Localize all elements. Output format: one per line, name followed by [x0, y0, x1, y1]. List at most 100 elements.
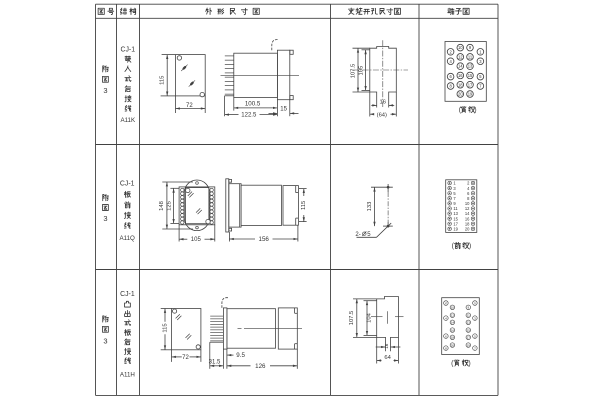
- svg-text:16: 16: [451, 328, 455, 332]
- svg-text:CJ-1: CJ-1: [120, 181, 135, 188]
- svg-text:133: 133: [367, 202, 373, 212]
- svg-text:3: 3: [103, 337, 107, 346]
- svg-text:18: 18: [458, 82, 463, 87]
- svg-text:1: 1: [453, 181, 456, 186]
- svg-text:19: 19: [468, 92, 473, 97]
- svg-text:14: 14: [465, 211, 470, 216]
- svg-text:10: 10: [465, 201, 470, 206]
- svg-text:): ): [469, 243, 471, 250]
- svg-text:3: 3: [103, 86, 107, 95]
- svg-text:72: 72: [182, 355, 189, 361]
- svg-text:9: 9: [467, 306, 469, 310]
- svg-text:12: 12: [465, 206, 470, 211]
- svg-text:107.5: 107.5: [350, 64, 356, 79]
- svg-text:148: 148: [159, 201, 165, 211]
- svg-text:16: 16: [465, 216, 470, 221]
- svg-text:3: 3: [474, 316, 476, 320]
- svg-text:17: 17: [453, 221, 458, 226]
- svg-text:7: 7: [479, 84, 482, 89]
- svg-text:5: 5: [453, 191, 456, 196]
- svg-text:11: 11: [467, 313, 470, 317]
- svg-text:14: 14: [451, 321, 455, 325]
- svg-text:4: 4: [467, 186, 470, 191]
- svg-text:19: 19: [453, 226, 458, 231]
- svg-text:11: 11: [468, 54, 473, 59]
- svg-text:16: 16: [379, 99, 385, 105]
- svg-text:9.5: 9.5: [236, 352, 245, 359]
- svg-text:10: 10: [451, 306, 455, 310]
- svg-text:105: 105: [359, 66, 365, 76]
- svg-text:A11K: A11K: [120, 117, 136, 124]
- svg-text:12: 12: [451, 313, 455, 317]
- svg-text:(: (: [451, 360, 454, 367]
- svg-text:2: 2: [449, 49, 452, 54]
- svg-text:115: 115: [162, 323, 168, 332]
- svg-text:9: 9: [453, 201, 456, 206]
- svg-text:105: 105: [191, 237, 202, 243]
- svg-text:17: 17: [468, 82, 473, 87]
- svg-text:6: 6: [449, 74, 452, 79]
- svg-text:156: 156: [259, 236, 270, 243]
- svg-text:20: 20: [458, 92, 463, 97]
- svg-text:4: 4: [445, 316, 447, 320]
- svg-text:7: 7: [474, 346, 476, 350]
- svg-text:(64): (64): [377, 112, 387, 118]
- svg-text:18: 18: [451, 336, 455, 340]
- svg-text:10: 10: [458, 45, 463, 50]
- svg-text:3: 3: [453, 186, 456, 191]
- svg-text:115: 115: [301, 201, 307, 210]
- svg-text:12: 12: [458, 54, 463, 59]
- svg-text:15: 15: [467, 328, 471, 332]
- svg-text:17: 17: [467, 336, 471, 340]
- svg-text:9: 9: [469, 45, 472, 50]
- svg-text:72: 72: [186, 103, 193, 109]
- svg-text:(: (: [459, 107, 462, 114]
- svg-text:8: 8: [467, 196, 470, 201]
- svg-text:1: 1: [479, 49, 482, 54]
- svg-text:2: 2: [445, 301, 447, 305]
- svg-text:104: 104: [366, 312, 372, 322]
- svg-text:1: 1: [474, 301, 476, 305]
- svg-text:8: 8: [449, 84, 452, 89]
- svg-text:14: 14: [458, 64, 463, 69]
- svg-text:18: 18: [465, 221, 470, 226]
- svg-text:64: 64: [384, 355, 391, 361]
- svg-text:115: 115: [159, 76, 165, 85]
- svg-text:(: (: [452, 243, 455, 250]
- svg-text:2-: 2-: [355, 232, 360, 238]
- svg-text:31.5: 31.5: [209, 360, 221, 366]
- svg-text:16: 16: [458, 73, 463, 78]
- svg-text:CJ-1: CJ-1: [120, 291, 135, 298]
- svg-text:6: 6: [467, 191, 470, 196]
- svg-text:20: 20: [451, 343, 455, 347]
- svg-text:7: 7: [453, 196, 456, 201]
- svg-text:8: 8: [445, 346, 447, 350]
- svg-text:A11H: A11H: [120, 371, 135, 378]
- svg-text:126: 126: [255, 363, 266, 370]
- svg-text:15: 15: [468, 73, 473, 78]
- svg-text:): ): [468, 360, 470, 367]
- svg-text:100.5: 100.5: [245, 101, 261, 108]
- svg-text:13: 13: [468, 64, 473, 69]
- svg-text:11: 11: [453, 206, 458, 211]
- svg-text:CJ-1: CJ-1: [121, 46, 136, 53]
- svg-text:20: 20: [465, 226, 470, 231]
- svg-text:16: 16: [384, 343, 389, 349]
- svg-text:4: 4: [449, 59, 452, 64]
- svg-text:122.5: 122.5: [241, 113, 257, 119]
- svg-text:6: 6: [445, 334, 447, 338]
- svg-text:107.5: 107.5: [349, 311, 355, 326]
- svg-text:2: 2: [467, 181, 470, 186]
- svg-text:5: 5: [479, 74, 482, 79]
- svg-text:19: 19: [467, 343, 471, 347]
- svg-text:125: 125: [167, 201, 173, 211]
- svg-text:A11Q: A11Q: [120, 235, 136, 242]
- svg-text:3: 3: [103, 214, 107, 223]
- svg-text:15: 15: [280, 107, 287, 113]
- svg-text:13: 13: [467, 321, 471, 325]
- svg-text:5: 5: [367, 232, 371, 238]
- svg-text:5: 5: [474, 334, 476, 338]
- svg-text:3: 3: [479, 59, 482, 64]
- svg-text:): ): [474, 107, 476, 114]
- svg-text:13: 13: [453, 211, 458, 216]
